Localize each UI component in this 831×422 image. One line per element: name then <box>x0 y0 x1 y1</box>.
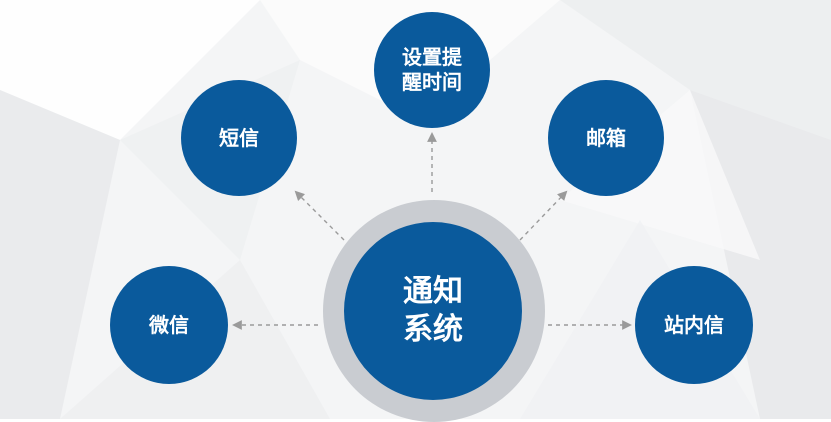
node-wechat: 微信 <box>110 266 228 384</box>
hub-label-line1: 通知 <box>403 274 463 309</box>
node-sms: 短信 <box>181 80 297 196</box>
node-inbox-label: 站内信 <box>664 312 724 337</box>
node-remind-time: 设置提醒时间 <box>374 12 490 128</box>
node-inbox: 站内信 <box>635 266 753 384</box>
node-email: 邮箱 <box>548 80 664 196</box>
hub-label-line2: 系统 <box>403 312 463 347</box>
node-email-label: 邮箱 <box>586 125 626 150</box>
node-remind-time-label: 设置提醒时间 <box>402 45 462 94</box>
hub-node: 通知 系统 <box>344 222 522 400</box>
node-sms-label: 短信 <box>219 125 259 150</box>
node-wechat-label: 微信 <box>149 312 189 337</box>
